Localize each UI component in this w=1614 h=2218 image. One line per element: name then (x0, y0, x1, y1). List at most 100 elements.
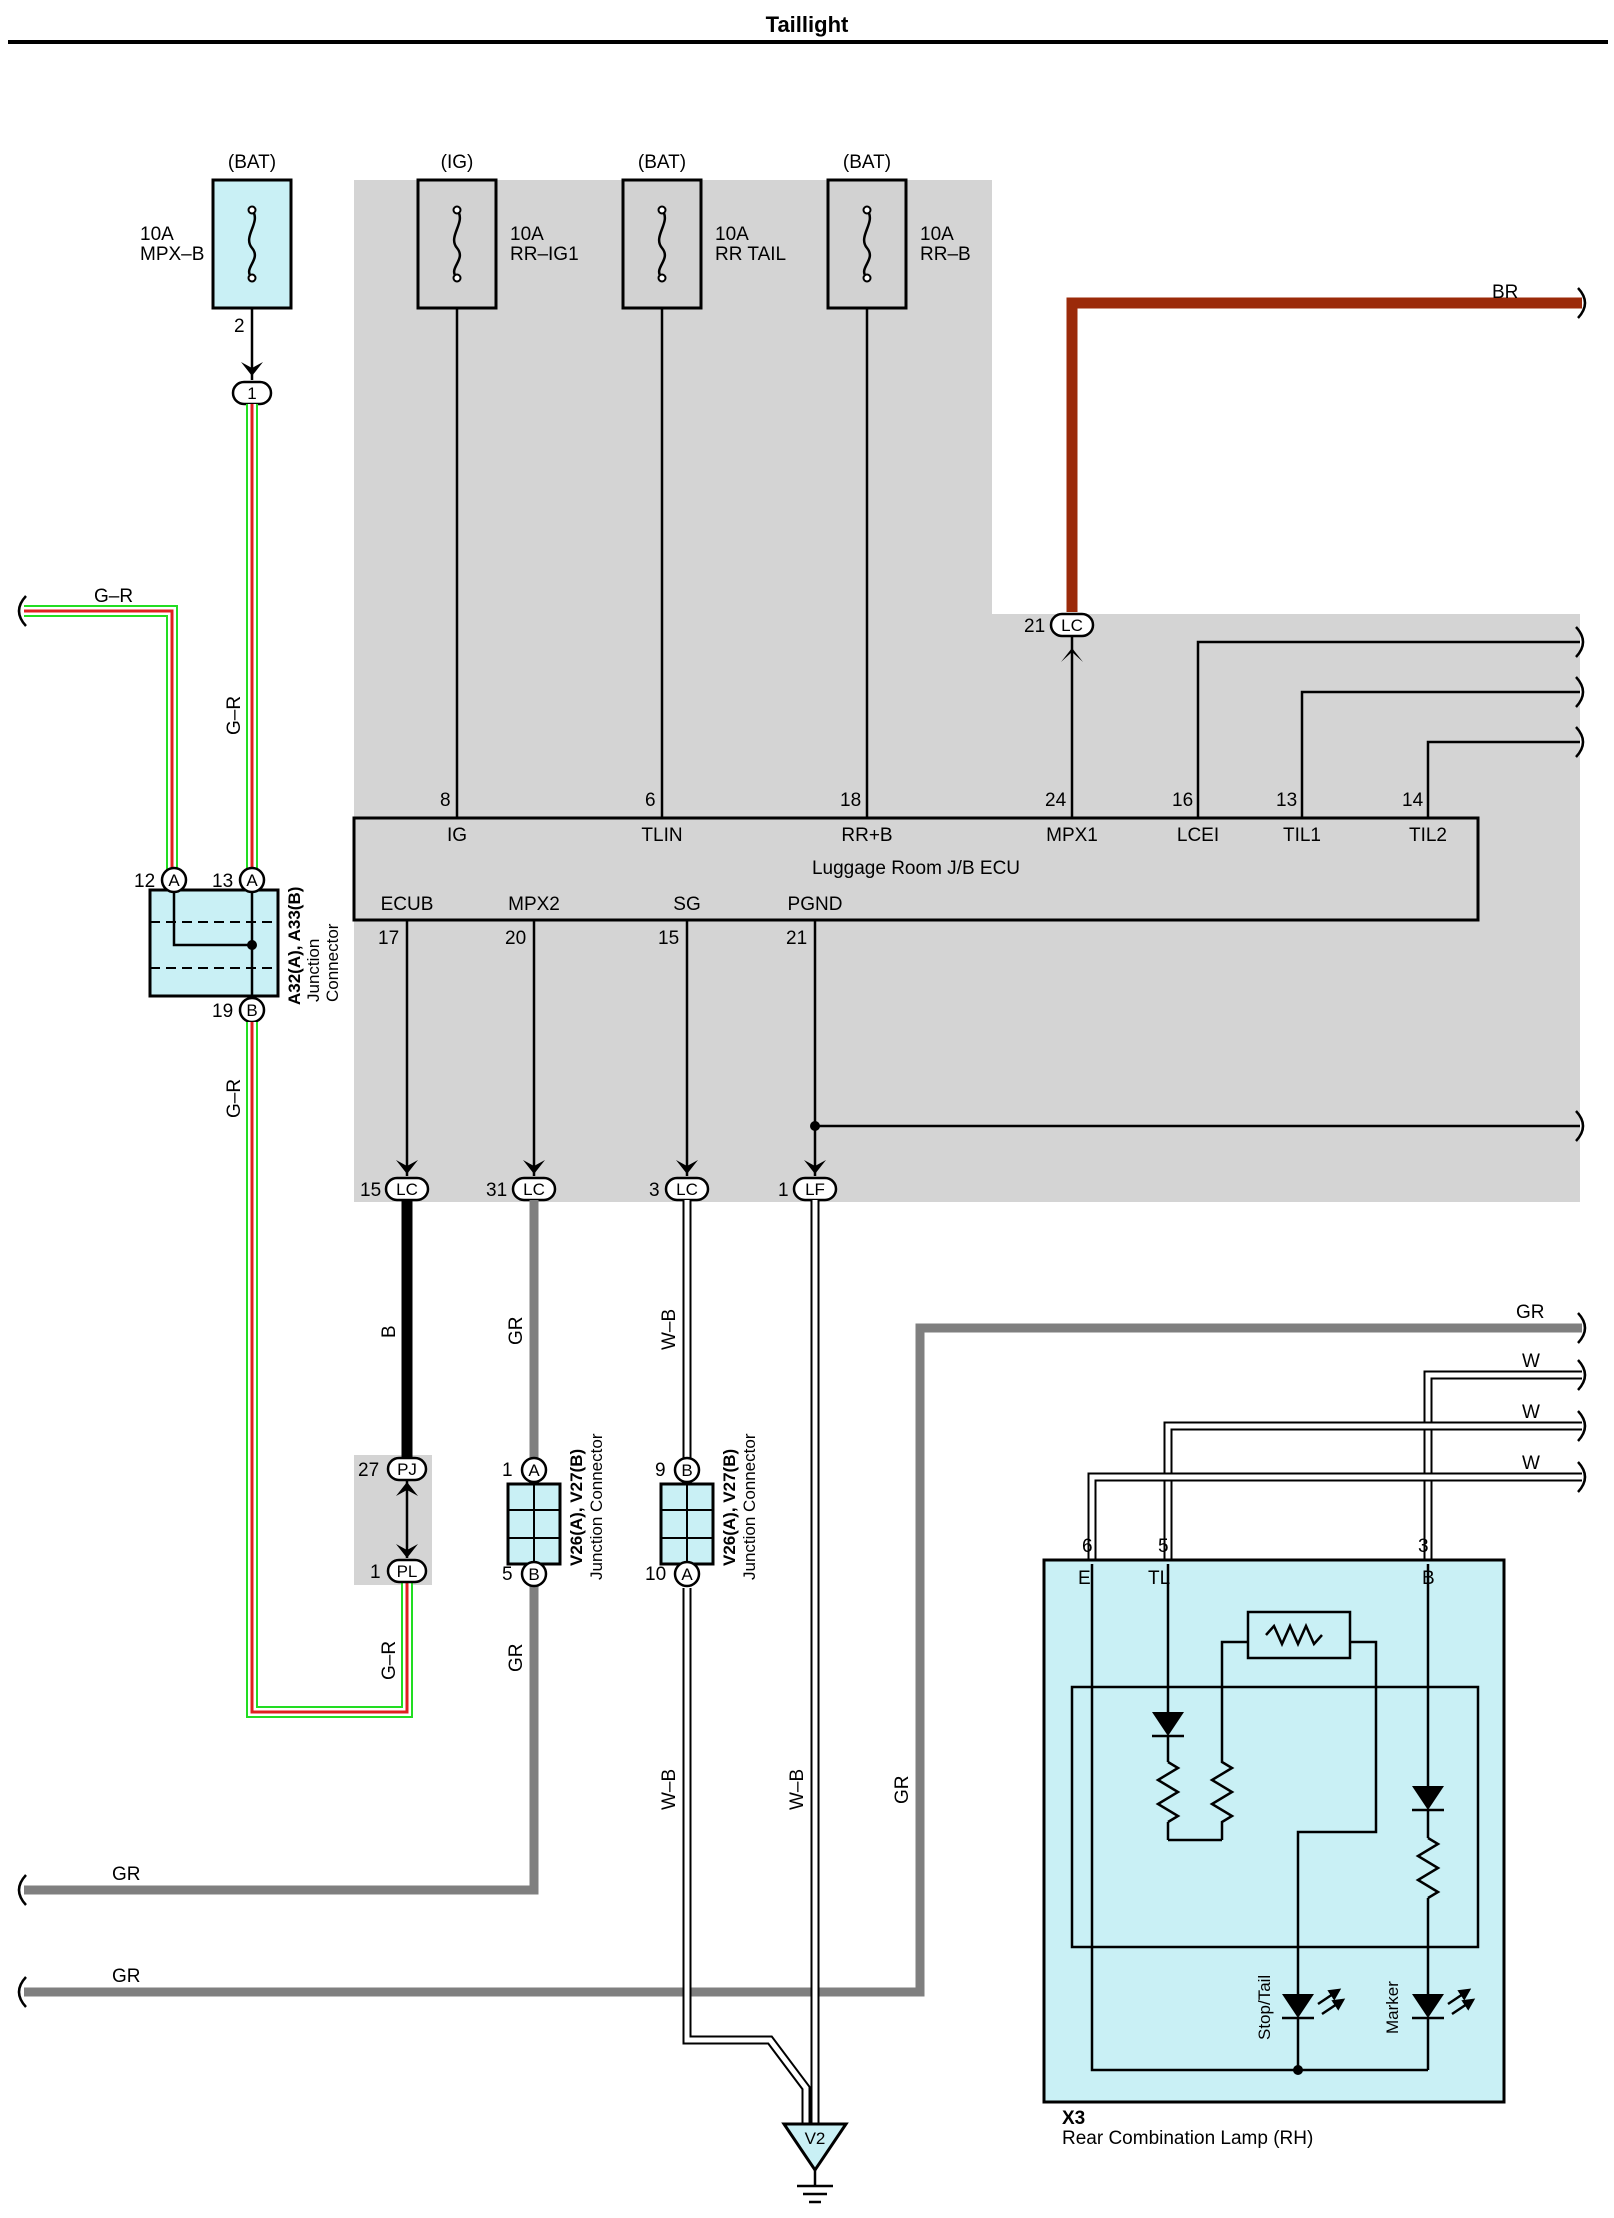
junction-v26-right-pin-num: 10 (645, 1564, 666, 1585)
fuse-rr-tail-amps: 10A (715, 224, 749, 245)
wire-break-icon (1575, 1110, 1585, 1142)
junction-a32-label: Connector (323, 923, 342, 1002)
fuse-rr-tail-box (621, 178, 703, 310)
wire-break-icon (1577, 287, 1587, 319)
lamp-pin-num: 3 (1418, 1536, 1429, 1557)
ecu-pin-name: MPX1 (1046, 825, 1098, 846)
fuse-rr-ig1: (IG) 10A RR–IG1 (416, 152, 579, 310)
ground-icon (797, 2170, 833, 2204)
fuse-rr-ig1-amps: 10A (510, 224, 544, 245)
ecu-pin-num: 20 (505, 928, 526, 949)
diode-icon (1412, 1786, 1444, 1810)
fuse-icon (862, 209, 872, 279)
ecu-pin-name: TIL2 (1409, 825, 1447, 846)
junction-a32-pin-code: B (246, 1001, 257, 1020)
lamp-pin-name: TL (1148, 1568, 1170, 1589)
junction-a32-pin-num: 12 (134, 871, 155, 892)
wire-break-icon (1577, 1359, 1587, 1391)
wire-w-b (1423, 1370, 1582, 1562)
ecu-pin-num: 18 (840, 790, 861, 811)
ecu-shaded-area (354, 180, 1580, 1202)
wire-break-icon (1575, 676, 1585, 708)
ecu-name: Luggage Room J/B ECU (812, 858, 1020, 879)
lamp-pin-num: 5 (1158, 1536, 1169, 1557)
wire-w-e (1087, 1472, 1582, 1562)
ecu-pin-name: ECUB (381, 894, 434, 915)
wire-g-r-left (24, 605, 178, 870)
ecu-pin-name: SG (673, 894, 700, 915)
wire-g-r-label: G–R (379, 1641, 400, 1680)
fuse-mpx-b-amps: 10A (140, 224, 174, 245)
lamp-id: X3 (1062, 2108, 1085, 2129)
wire-til1 (1300, 690, 1580, 818)
lamp-internal-circuit (1070, 1564, 1480, 2075)
ecu-pin-name: LCEI (1177, 825, 1219, 846)
junction-a32-pin-num: 13 (212, 871, 233, 892)
ecu-pin-name: PGND (788, 894, 843, 915)
junction-v26-left-label: Junction Connector (587, 1433, 606, 1580)
wire-gr-label: GR (506, 1644, 527, 1673)
junction-a32-label: Junction (304, 939, 323, 1002)
fuse-icon (247, 209, 257, 279)
wire-g-r-label: G–R (94, 586, 133, 607)
resistor-icon (1265, 1622, 1323, 1648)
wire-g-r-label: G–R (224, 696, 245, 735)
junction-v26-right-pin-9 (673, 1456, 701, 1484)
wire-gr-label: GR (112, 1966, 141, 1987)
junction-v26-right-pin-code: A (681, 1565, 693, 1584)
junction-v26-left-pin-num: 1 (502, 1460, 513, 1481)
ecu-pin-num: 15 (658, 928, 679, 949)
resistor-icon (1155, 1760, 1181, 1824)
wire-lcei (1196, 640, 1580, 818)
wire-break-icon (17, 1976, 27, 2008)
junction-a32-body (148, 888, 280, 998)
junction-v26-left-pin-code: A (528, 1461, 540, 1480)
wire-w-b-sg (682, 1200, 811, 2124)
fuse-mpx-b: (BAT) 10A MPX–B 2 (140, 152, 293, 337)
fuse-rr-tail-supply: (BAT) (638, 152, 686, 173)
connector-pl-1-num: 1 (370, 1562, 381, 1583)
connector-lc-31-num: 31 (486, 1180, 507, 1201)
connector-1-pin: 1 (247, 384, 256, 403)
fuse-icon (452, 209, 462, 279)
ecu-pin-name: MPX2 (508, 894, 560, 915)
fuse-rr-tail: (BAT) 10A RR TAIL (621, 152, 786, 310)
junction-a32-pin-code: A (168, 871, 180, 890)
wire-gr-label: GR (112, 1864, 141, 1885)
junction-a32-pin-12 (160, 866, 188, 894)
connector-lc-21-code: LC (1061, 616, 1083, 635)
ecu-pin-name: IG (447, 825, 467, 846)
wire-br-label: BR (1492, 282, 1518, 303)
lamp-name: Rear Combination Lamp (RH) (1062, 2128, 1313, 2149)
junction-a32-pin-num: 19 (212, 1001, 233, 1022)
ground-v2-label: V2 (805, 2129, 826, 2148)
junction-a32-pin-code: A (246, 871, 258, 890)
connector-arrow-icon (523, 1160, 545, 1174)
wire-g-r-lower (246, 1022, 413, 1718)
wire-til2 (1426, 740, 1580, 818)
wire-break-icon (1575, 626, 1585, 658)
fuse-mpx-b-supply: (BAT) (228, 152, 276, 173)
connector-pl-1-code: PL (397, 1562, 418, 1581)
connector-lc-3-num: 3 (649, 1180, 660, 1201)
connector-lc-15-num: 15 (360, 1180, 381, 1201)
wire-w-label: W (1522, 1453, 1540, 1474)
ecu-pin-num: 6 (645, 790, 656, 811)
connector-lc-3-code: LC (676, 1180, 698, 1199)
ecu-pin-num: 21 (786, 928, 807, 949)
fuse-rr-tail-name: RR TAIL (715, 244, 786, 265)
ecu-pin-num: 17 (378, 928, 399, 949)
junction-v26-right-pin-num: 9 (655, 1460, 666, 1481)
wire-g-r-label: G–R (224, 1079, 245, 1118)
wire-br (1066, 297, 1582, 612)
wire-break-icon (1577, 1461, 1587, 1493)
wire-break-icon (17, 595, 27, 627)
fuse-rr-b-box (826, 178, 908, 310)
wire-break-icon (1577, 1410, 1587, 1442)
wire-break-icon (1577, 1312, 1587, 1344)
lamp-pin-num: 6 (1082, 1536, 1093, 1557)
connector-lf-1-num: 1 (778, 1180, 789, 1201)
ground-v2-symbol (781, 2122, 849, 2173)
connector-arrow-icon (241, 362, 263, 376)
wire-gr (24, 1323, 1582, 1997)
